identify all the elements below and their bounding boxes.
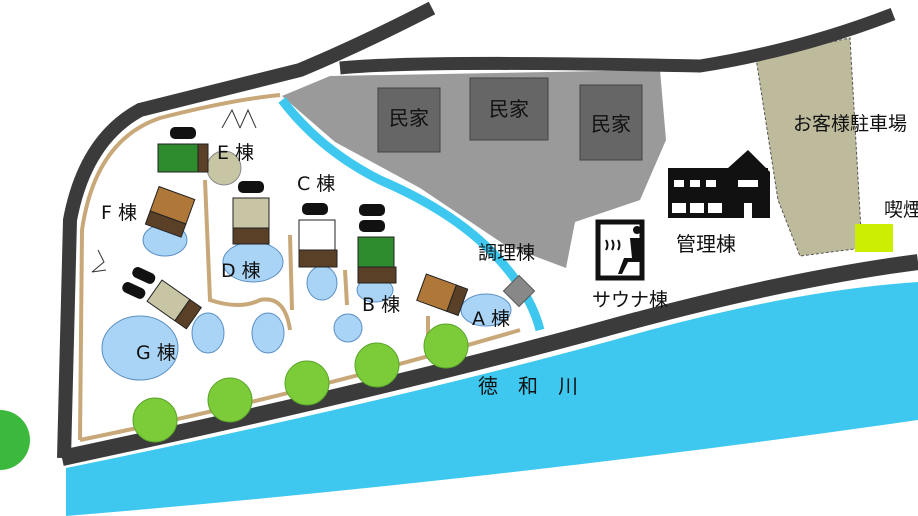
ponds [101, 223, 512, 381]
house-label-1: 民家 [389, 106, 429, 130]
gate-north [221, 108, 257, 129]
parking-label: お客様駐車場 [793, 113, 907, 135]
house-2 [469, 77, 549, 141]
edge-greenery [0, 410, 30, 470]
trees [132, 323, 469, 443]
guest-parking-lot [755, 37, 863, 257]
cabin-g-label: G 棟 [136, 342, 176, 364]
cabin-d-label: D 棟 [221, 260, 261, 282]
cabin-e [157, 143, 209, 173]
gate-west [91, 249, 107, 273]
cabin-b [357, 236, 397, 284]
house-label-2: 民家 [489, 97, 529, 121]
cabin-c [298, 219, 338, 268]
office-label: 管理棟 [676, 232, 736, 256]
house-1 [377, 87, 441, 153]
cabin-d [232, 197, 270, 245]
house-label-3: 民家 [591, 112, 631, 136]
cabin-a-label: A 棟 [472, 308, 510, 330]
road-north [339, 7, 896, 75]
cabin-c-label: C 棟 [297, 173, 335, 195]
cabin-e-label: E 棟 [217, 142, 254, 164]
walkways [203, 179, 430, 340]
cabin-f-label: F 棟 [101, 202, 137, 224]
cabin-b-label: B 棟 [362, 294, 400, 316]
road-west [57, 1, 436, 459]
smoking-label: 喫煙 [884, 199, 918, 221]
house-3 [579, 84, 643, 161]
cabin-g [146, 279, 202, 330]
cabin-a [416, 273, 469, 317]
smoking-area [855, 224, 893, 252]
office-building-icon [668, 150, 770, 218]
river [66, 282, 918, 516]
kitchen-label: 調理棟 [478, 242, 535, 264]
kitchen-building [502, 274, 536, 308]
parked-cars [122, 127, 385, 299]
boundary-path [78, 93, 281, 441]
cabin-f [144, 185, 196, 238]
sauna-label: サウナ棟 [592, 289, 668, 311]
sauna-icon [595, 219, 645, 281]
river-label: 徳 和 川 [478, 374, 578, 398]
